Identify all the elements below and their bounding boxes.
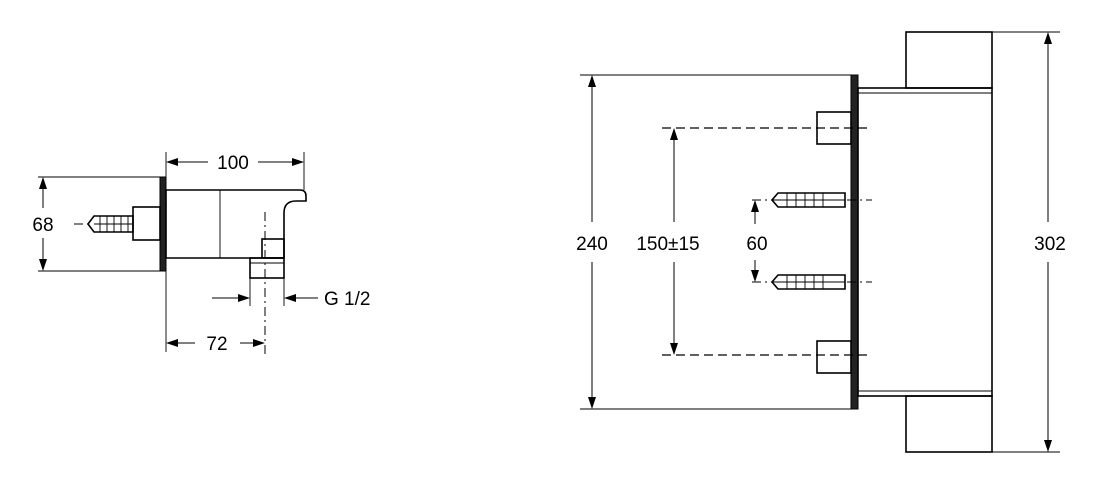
side-mounting-plate	[159, 176, 167, 272]
side-wall-anchor	[87, 215, 134, 233]
dim-label-100: 100	[217, 153, 249, 174]
side-view: 100 68 72 G 1/2	[32, 152, 370, 355]
front-mount-stud-bottom	[816, 340, 852, 374]
side-wall-stub	[132, 206, 161, 241]
front-view: 240 150±15 60 302	[576, 31, 1066, 453]
front-top-cap	[905, 31, 993, 89]
dim-label-150: 150±15	[636, 234, 699, 255]
dim-label-68: 68	[32, 215, 53, 236]
dim-label-thread: G 1/2	[324, 289, 370, 310]
side-outlet-thread	[249, 257, 285, 279]
front-main-body	[857, 87, 993, 397]
front-bottom-cap	[905, 395, 993, 453]
dim-label-60: 60	[746, 234, 767, 255]
side-body-outline	[165, 189, 307, 259]
front-wall-plate	[850, 74, 859, 410]
dim-label-72: 72	[206, 334, 227, 355]
dim-label-240: 240	[576, 234, 608, 255]
dim-label-302: 302	[1034, 234, 1066, 255]
